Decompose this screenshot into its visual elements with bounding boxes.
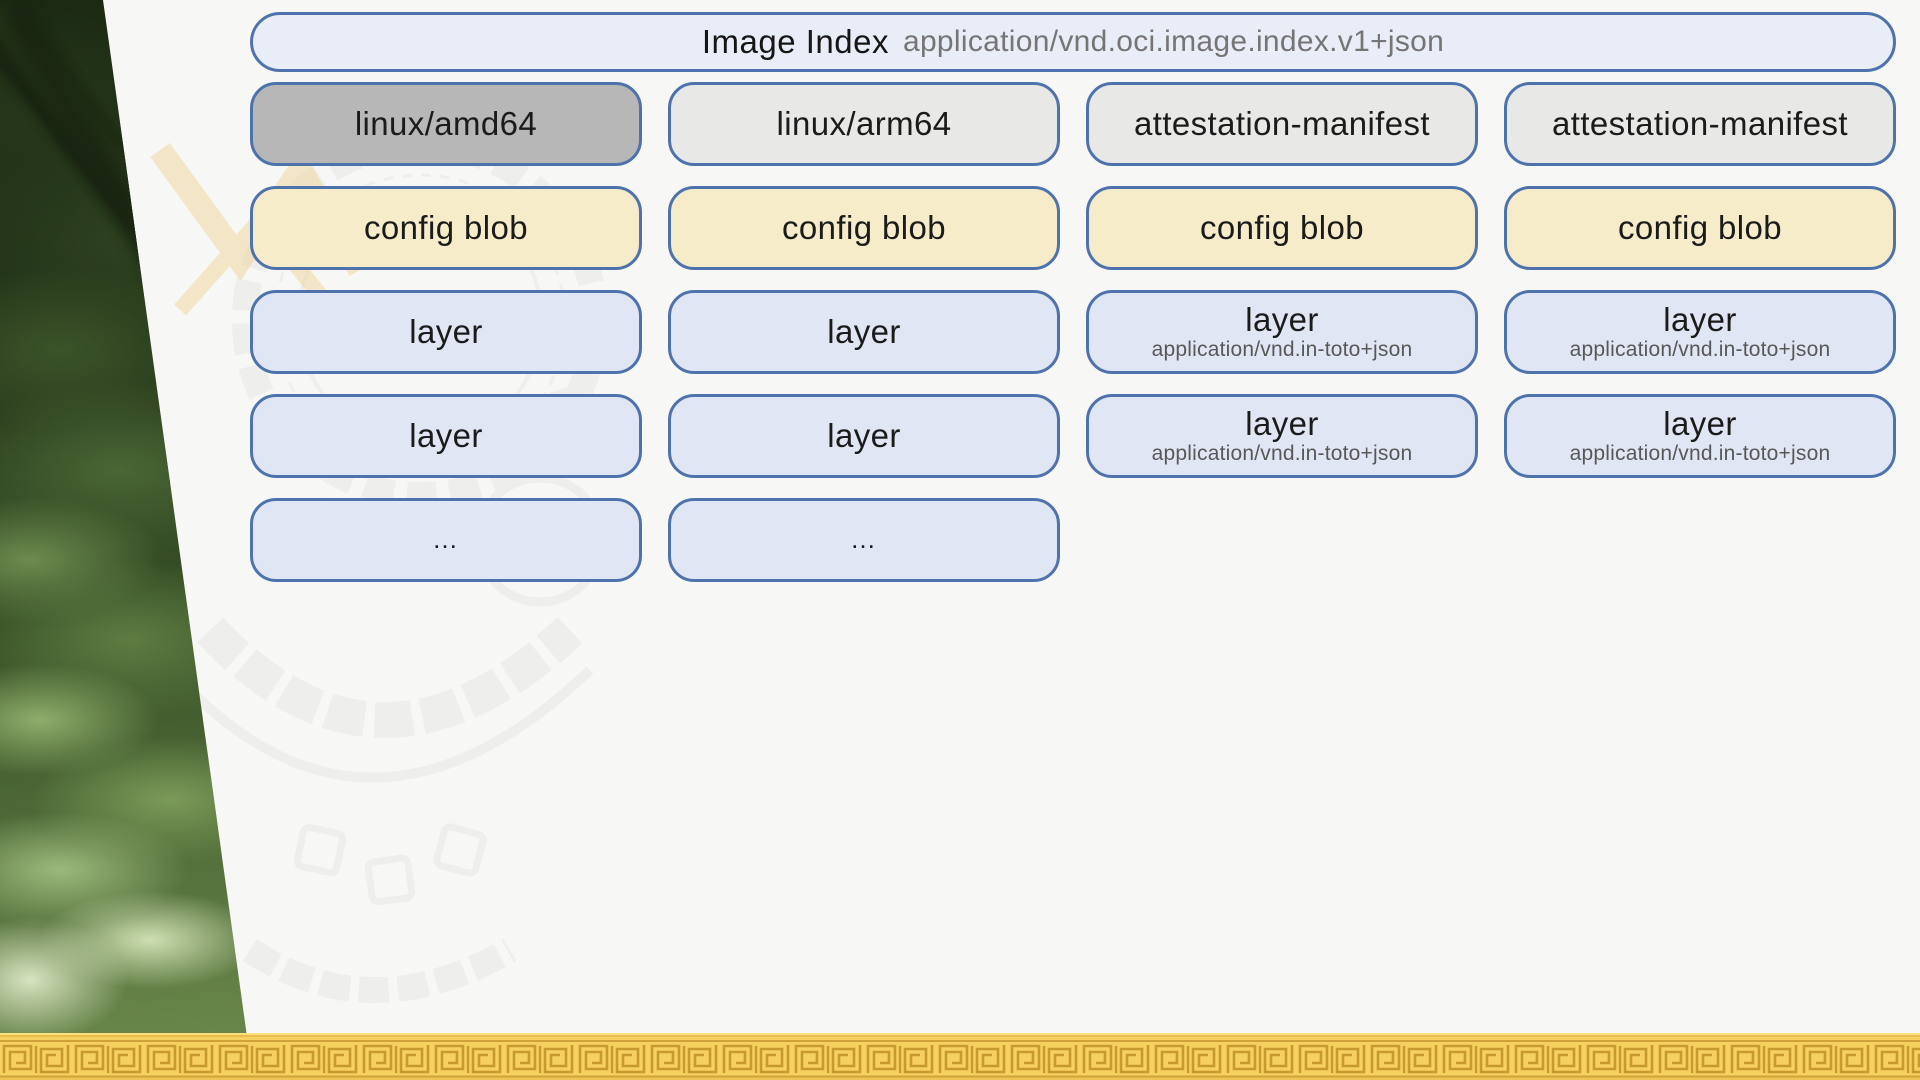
layer-box: layer: [668, 394, 1060, 478]
box-label: …: [432, 524, 460, 555]
config-blob-box: config blob: [1504, 186, 1896, 270]
box-label: layer: [409, 312, 483, 350]
box-media-type: application/vnd.in-toto+json: [1569, 442, 1831, 466]
ellipsis-box: …: [250, 498, 642, 582]
box-label: config blob: [781, 208, 947, 246]
layer-box: layer: [668, 290, 1060, 374]
box-label: layer: [1663, 404, 1737, 442]
manifest-grid: linux/amd64 linux/arm64 attestation-manife…: [250, 82, 1896, 582]
manifest-box-linux-arm64: linux/arm64: [668, 82, 1060, 166]
box-label: linux/amd64: [354, 104, 538, 142]
box-label: config blob: [363, 208, 529, 246]
box-media-type: application/vnd.in-toto+json: [1151, 338, 1413, 362]
image-index-mime-type: application/vnd.oci.image.index.v1+json: [902, 25, 1445, 58]
oci-image-index-diagram: Image Index application/vnd.oci.image.in…: [250, 12, 1896, 582]
box-label: attestation-manifest: [1134, 104, 1430, 142]
box-label: attestation-manifest: [1552, 104, 1848, 142]
box-label: …: [850, 524, 878, 555]
box-label: linux/arm64: [776, 104, 952, 142]
greek-key-border: [0, 1033, 1920, 1080]
box-media-type: application/vnd.in-toto+json: [1151, 442, 1413, 466]
layer-box: layer: [250, 394, 642, 478]
config-blob-box: config blob: [668, 186, 1060, 270]
box-label: layer: [409, 416, 483, 454]
image-index-header-box: Image Index application/vnd.oci.image.in…: [250, 12, 1896, 72]
box-media-type: application/vnd.in-toto+json: [1569, 338, 1831, 362]
config-blob-box: config blob: [250, 186, 642, 270]
box-label: layer: [827, 312, 901, 350]
box-label: config blob: [1199, 208, 1365, 246]
manifest-box-attestation-manifest: attestation-manifest: [1504, 82, 1896, 166]
box-label: layer: [1663, 300, 1737, 338]
box-label: layer: [1245, 404, 1319, 442]
image-index-title: Image Index: [701, 23, 889, 60]
box-label: layer: [1245, 300, 1319, 338]
ellipsis-box: …: [668, 498, 1060, 582]
manifest-box-linux-amd64: linux/amd64: [250, 82, 642, 166]
box-label: config blob: [1617, 208, 1783, 246]
box-label: layer: [827, 416, 901, 454]
manifest-box-attestation-manifest: attestation-manifest: [1086, 82, 1478, 166]
config-blob-box: config blob: [1086, 186, 1478, 270]
layer-box: layer: [250, 290, 642, 374]
